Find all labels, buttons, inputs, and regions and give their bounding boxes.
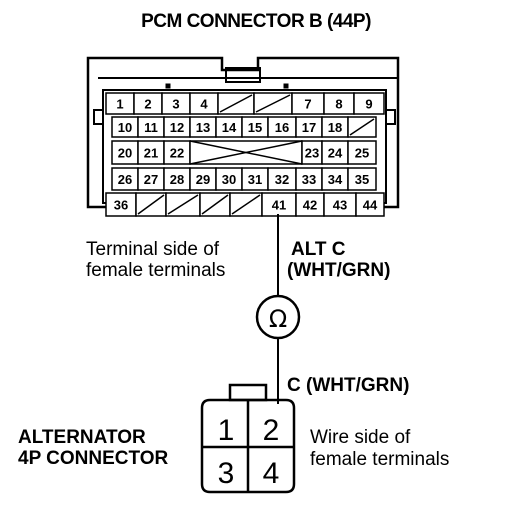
pcm-pin-number: 9 (365, 97, 372, 112)
wire-side-label-2: female terminals (310, 449, 450, 470)
pcm-pin-number: 43 (333, 198, 347, 213)
pcm-pin-cavity (347, 167, 377, 191)
pcm-pin-number: 22 (170, 146, 184, 161)
pcm-pin-number: 30 (222, 172, 236, 187)
pcm-pin-number: 10 (118, 120, 132, 135)
pcm-empty-mark (167, 194, 199, 215)
pcm-pin-number: 15 (248, 120, 262, 135)
alternator-pin-4: 4 (263, 457, 280, 490)
pcm-pin-number: 14 (222, 120, 237, 135)
pcm-pin-number: 35 (355, 172, 369, 187)
pcm-pin-number: 26 (118, 172, 132, 187)
alternator-pin-3: 3 (218, 457, 235, 490)
pcm-pin-number: 34 (328, 172, 343, 187)
alt-c-wire-color: (WHT/GRN) (287, 260, 391, 281)
pcm-pin-number: 28 (170, 172, 184, 187)
c-wire-label: C (WHT/GRN) (287, 375, 410, 396)
pcm-pin-number: 23 (305, 146, 319, 161)
pcm-pin-number: 29 (196, 172, 210, 187)
pcm-empty-mark (255, 94, 291, 113)
pcm-pin-number: 42 (303, 198, 317, 213)
pcm-pin-number: 32 (275, 172, 289, 187)
pcm-pin-cavity (347, 140, 377, 165)
pcm-empty-mark (189, 140, 303, 165)
pcm-connector-title: PCM CONNECTOR B (44P) (141, 11, 371, 32)
pcm-pin-number: 25 (355, 146, 369, 161)
wire-side-label: Wire side of (310, 427, 411, 448)
pcm-pin-number: 24 (328, 146, 343, 161)
alt-c-label: ALT C (291, 239, 346, 260)
pcm-pin-number: 16 (275, 120, 289, 135)
pcm-pin-number: 27 (144, 172, 158, 187)
pcm-pin-number: 2 (144, 97, 151, 112)
pcm-pin-cavity (353, 92, 385, 115)
pcm-pin-number: 7 (304, 97, 311, 112)
pcm-empty-mark (201, 194, 229, 215)
pcm-pin-number: 18 (328, 120, 342, 135)
pcm-pin-number: 41 (272, 198, 286, 213)
terminal-side-label-2: female terminals (86, 260, 226, 281)
pcm-pin-number: 13 (196, 120, 210, 135)
pcm-pin-number: 12 (170, 120, 184, 135)
pcm-empty-mark (137, 194, 165, 215)
pcm-pin-number: 17 (302, 120, 316, 135)
pcm-empty-mark (349, 118, 375, 136)
pcm-pin-number: 8 (335, 97, 342, 112)
pcm-pin-cavity (355, 192, 385, 217)
pcm-pin-number: 1 (116, 97, 123, 112)
pcm-pin-number: 11 (144, 120, 158, 135)
alternator-label-2: 4P CONNECTOR (18, 448, 169, 469)
pcm-pin-number: 21 (144, 146, 158, 161)
terminal-side-label: Terminal side of (86, 239, 220, 260)
pcm-pin-number: 31 (248, 172, 262, 187)
pcm-pin-number: 33 (302, 172, 316, 187)
pcm-pin-number: 44 (363, 198, 378, 213)
alternator-connector (200, 383, 296, 494)
alternator-label: ALTERNATOR (18, 427, 146, 448)
alternator-pin-2: 2 (263, 414, 280, 447)
pcm-pin-number: 36 (114, 198, 128, 213)
pcm-pin-number: 20 (118, 146, 132, 161)
pcm-pin-number: 3 (172, 97, 179, 112)
pcm-empty-mark (231, 194, 261, 215)
ohm-symbol: Ω (269, 305, 287, 333)
alternator-pin-1: 1 (218, 414, 235, 447)
pcm-empty-mark (219, 94, 253, 113)
pcm-pin-number: 4 (200, 97, 208, 112)
